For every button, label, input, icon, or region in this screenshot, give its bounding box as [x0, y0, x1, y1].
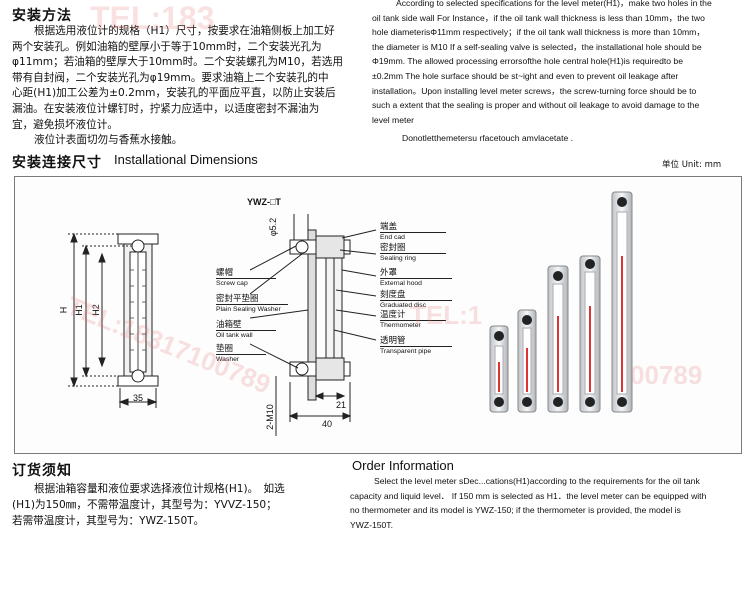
text-line: 根据油箱容量和液位要求选择液位计规格(H1)。 如选: [34, 483, 285, 495]
watermark: 00789: [630, 360, 703, 390]
text-line: ±0.2mm The hole surface should be st~igh…: [372, 70, 679, 81]
watermark: TEL:1: [410, 300, 483, 330]
model-label: YWZ-□T: [247, 197, 281, 207]
install-method-text-en: According to selected specifications for…: [372, 0, 744, 146]
text-line: no thermometer and its model is YWZ-150;…: [350, 505, 681, 516]
part-label-screw-cap: 螺帽 Screw cap: [216, 268, 276, 288]
text-line: Select the level meter sDec...cations(H1…: [374, 476, 700, 486]
dim-m10: 2-M10: [264, 404, 275, 430]
gauge-4: [579, 255, 601, 413]
text-line: 漏油。在安装液位计螺钉时，拧紧力应适中，以适度密封不漏油为: [12, 102, 320, 115]
front-view-drawing: [68, 232, 159, 408]
gauge-3: [547, 265, 569, 413]
text-line: 宜，避免损坏液位计。: [12, 118, 118, 131]
text-line: YWZ-150T.: [350, 519, 393, 530]
part-label-hood: 外罩 External hood: [380, 268, 452, 288]
order-text-en: Select the level meter sDec...cations(H1…: [350, 474, 742, 532]
part-label-end-cap: 端盖 End cad: [380, 222, 446, 242]
order-text-cn: 根据油箱容量和液位要求选择液位计规格(H1)。 如选 (H1)为150㎜，不需带…: [12, 481, 342, 529]
dim-40: 40: [322, 419, 333, 429]
watermark: TEL:183: [90, 0, 215, 36]
text-line: 带有自封阀，二个安装光孔为φ19mm。要求油箱上二个安装孔的中: [12, 71, 329, 84]
part-label-sealing-ring: 密封圈 Sealing ring: [380, 243, 446, 263]
dim-21: 21: [336, 400, 347, 410]
product-photo: [489, 191, 633, 413]
text-line: 根据选用液位计的规格（H1）尺寸，按要求在油箱侧板上加工好: [34, 25, 335, 37]
text-line: 若需带温度计，其型号为：YWZ-150T。: [12, 515, 205, 527]
text-line: 心距(H1)加工公差为±0.2mm，安装孔的平面应平直，以防止安装后: [12, 87, 336, 100]
side-section-drawing: [250, 214, 377, 436]
text-line: 两个安装孔。例如油箱的壁厚小于等于10mm时，二个安装光孔为: [12, 40, 322, 53]
text-line: capacity and liquid level． If 150 mm is …: [350, 490, 707, 501]
order-title-cn: 订货须知: [12, 463, 72, 479]
install-method-text-cn: 根据选用液位计的规格（H1）尺寸，按要求在油箱侧板上加工好 两个安装孔。例如油箱…: [12, 24, 372, 149]
part-label-tank-wall: 油箱壁 Oil tank wall: [216, 320, 276, 340]
dim-phi: φ5.2: [268, 217, 279, 237]
gauge-5: [611, 191, 633, 413]
part-label-washer: 垫圈 Washer: [216, 344, 266, 364]
text-line: installation。Upon installing level meter…: [372, 85, 697, 96]
text-line: Φ19mm. The allowed processing errorsofth…: [372, 56, 683, 67]
text-line: hole diameterisΦ11mm respectively；if the…: [372, 27, 705, 38]
part-label-pipe: 透明管 Transparent pipe: [380, 336, 452, 356]
dimensions-title-en: Installational Dimensions: [114, 152, 258, 167]
install-method-title-cn: 安装方法: [12, 8, 72, 24]
dimensions-title-cn: 安装连接尺寸: [12, 155, 102, 171]
gauge-2: [517, 309, 537, 413]
text-line: the diameter is M10 If a self-sealing va…: [372, 41, 702, 52]
unit-label: 单位 Unit: mm: [662, 160, 722, 170]
part-label-washer-plain: 密封平垫圈 Plain Sealing Washer: [216, 294, 288, 314]
dim-35: 35: [133, 393, 144, 403]
text-line: According to selected specifications for…: [396, 0, 712, 8]
text-line: (H1)为150㎜，不需带温度计，其型号为：YVVZ-150；: [12, 499, 277, 511]
text-line: φ11mm；若油箱的壁厚大于10mm时。二个安装螺孔为M10，若选用: [12, 56, 343, 69]
part-label-disc: 刻度盘 Graduated disc: [380, 290, 452, 310]
gauge-1: [489, 325, 509, 413]
text-line: such a extent that the sealing is proper…: [372, 100, 700, 111]
text-line: Donotletthemetersu rfacetouch amvlacetat…: [402, 133, 574, 144]
text-line: 液位计表面切勿与香蕉水接触。: [34, 134, 183, 147]
text-line: oil tank side wall For Instance，if the o…: [372, 12, 705, 23]
text-line: level meter: [372, 114, 415, 125]
part-label-thermometer: 温度计 Thermometer: [380, 310, 446, 330]
order-title-en: Order Information: [352, 458, 454, 473]
